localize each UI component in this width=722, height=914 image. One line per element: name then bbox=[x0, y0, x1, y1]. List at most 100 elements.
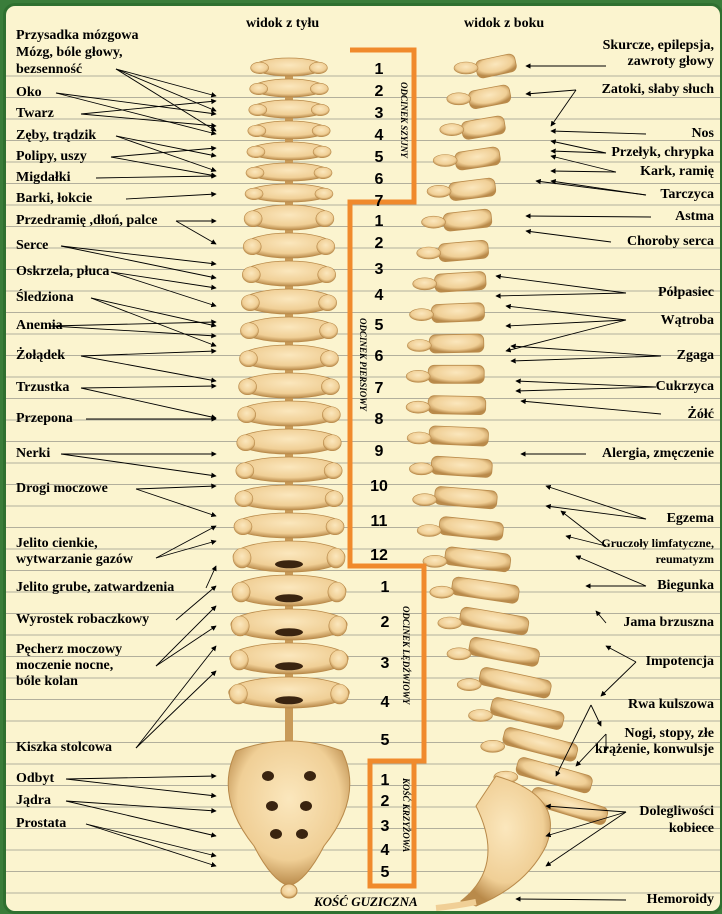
label-rwa-kulszowa: Rwa kulszowa bbox=[628, 697, 714, 712]
label-przepona: Przepona bbox=[16, 411, 73, 426]
spinous-process bbox=[468, 710, 492, 722]
side-vertebra bbox=[454, 146, 501, 170]
label-moczenie: moczenie nocne, bbox=[16, 658, 113, 673]
transverse-process bbox=[309, 62, 327, 74]
label-kiszka: Kiszka stolcowa bbox=[16, 740, 112, 755]
sacral-number: 3 bbox=[370, 818, 400, 836]
transverse-process bbox=[238, 407, 256, 423]
spinous-process bbox=[413, 494, 437, 506]
back-view-heading: widok z tyłu bbox=[246, 16, 319, 32]
pointer-arrow bbox=[81, 386, 216, 388]
label-zgaga: Zgaga bbox=[677, 348, 714, 363]
transverse-process bbox=[231, 616, 249, 636]
pointer-arrow bbox=[136, 671, 216, 748]
thoracic-number: 7 bbox=[364, 380, 394, 398]
spinous-process bbox=[430, 586, 454, 598]
cervical-number: 3 bbox=[364, 105, 394, 123]
pointer-arrow bbox=[66, 776, 216, 779]
spinous-process bbox=[417, 525, 441, 537]
pointer-arrow bbox=[51, 326, 216, 336]
transverse-process bbox=[323, 435, 341, 451]
transverse-process bbox=[310, 83, 328, 95]
pointer-arrow bbox=[81, 114, 216, 126]
label-pecherz: Pęcherz moczowy bbox=[16, 642, 122, 657]
pointer-arrow bbox=[551, 131, 646, 134]
transverse-process bbox=[311, 104, 329, 116]
side-vertebra bbox=[444, 546, 511, 572]
spinous-process bbox=[406, 370, 430, 382]
label-bezsennosc: bezsenność bbox=[16, 62, 82, 77]
transverse-process bbox=[316, 211, 334, 227]
spinous-process bbox=[454, 62, 478, 74]
transverse-process bbox=[313, 146, 331, 158]
lumbar-number: 4 bbox=[370, 694, 400, 712]
pointer-arrow bbox=[136, 646, 216, 748]
side-vertebra bbox=[431, 303, 485, 323]
pointer-arrow bbox=[516, 899, 626, 900]
pointer-arrow bbox=[606, 646, 636, 662]
label-drogi-moczowe: Drogi moczowe bbox=[16, 481, 108, 496]
pointer-arrow bbox=[81, 388, 216, 418]
spinous-process bbox=[440, 124, 464, 136]
label-skurcze: Skurcze, epilepsja, bbox=[603, 38, 714, 53]
label-egzema: Egzema bbox=[667, 511, 714, 526]
label-tarczyca: Tarczyca bbox=[660, 187, 714, 202]
thoracic-section-label: ODCINEK PIERSIOWY bbox=[358, 318, 368, 411]
transverse-process bbox=[243, 239, 261, 255]
foramen-shadow bbox=[275, 560, 303, 568]
pointer-arrow bbox=[61, 246, 216, 264]
side-vertebra bbox=[478, 666, 552, 699]
thoracic-number: 12 bbox=[364, 547, 394, 565]
label-gazy: wytwarzanie gazów bbox=[16, 552, 133, 567]
transverse-process bbox=[239, 379, 257, 395]
label-twarz: Twarz bbox=[16, 106, 54, 121]
pointer-arrow bbox=[551, 90, 576, 126]
label-sledziona: Śledziona bbox=[16, 290, 74, 305]
label-jelito-grube: Jelito grube, zatwardzenia bbox=[16, 580, 174, 595]
pointer-arrow bbox=[591, 705, 601, 726]
label-zeby: Zęby, trądzik bbox=[16, 128, 96, 143]
pointer-arrow bbox=[156, 541, 216, 558]
transverse-process bbox=[250, 83, 268, 95]
label-oskrzela: Oskrzela, płuca bbox=[16, 264, 109, 279]
sacral-foramen bbox=[304, 771, 316, 781]
side-vertebra bbox=[428, 396, 486, 415]
lumbar-number: 1 bbox=[370, 579, 400, 597]
thoracic-number: 8 bbox=[364, 411, 394, 429]
spinous-process bbox=[413, 278, 437, 290]
label-biegunka: Biegunka bbox=[657, 578, 714, 593]
foramen-shadow bbox=[275, 696, 303, 704]
side-vertebra bbox=[443, 209, 493, 232]
transverse-process bbox=[330, 650, 348, 670]
label-kark: Kark, ramię bbox=[640, 164, 714, 179]
transverse-process bbox=[326, 519, 344, 535]
pointer-arrow bbox=[506, 306, 626, 320]
side-vertebra bbox=[475, 53, 518, 79]
thoracic-number: 3 bbox=[364, 261, 394, 279]
label-migdalki: Migdałki bbox=[16, 170, 70, 185]
pointer-arrow bbox=[136, 489, 216, 516]
spinous-process bbox=[422, 216, 446, 228]
pointer-arrow bbox=[126, 194, 216, 199]
sacral-foramen bbox=[296, 829, 308, 839]
label-dolegliwosci: Dolegliwości bbox=[639, 804, 714, 819]
transverse-process bbox=[318, 267, 336, 283]
thoracic-number: 11 bbox=[364, 513, 394, 531]
sacral-section-label: KOŚĆ KRZYŻOWA bbox=[401, 778, 411, 852]
spinous-process bbox=[417, 247, 441, 259]
spinous-process bbox=[427, 185, 451, 197]
transverse-process bbox=[319, 295, 337, 311]
spinous-process bbox=[406, 401, 430, 413]
sacral-number: 1 bbox=[370, 772, 400, 790]
label-zoladek: Żołądek bbox=[16, 348, 65, 363]
spinous-process bbox=[407, 432, 431, 444]
transverse-process bbox=[241, 295, 259, 311]
sacral-foramen bbox=[266, 801, 278, 811]
thoracic-number: 6 bbox=[364, 348, 394, 366]
side-vertebra bbox=[448, 177, 496, 201]
transverse-process bbox=[324, 463, 342, 479]
pointer-arrow bbox=[51, 322, 216, 326]
label-jama-brzuszna: Jama brzuszna bbox=[623, 615, 714, 630]
side-view-heading: widok z boku bbox=[464, 16, 544, 32]
transverse-process bbox=[247, 146, 265, 158]
